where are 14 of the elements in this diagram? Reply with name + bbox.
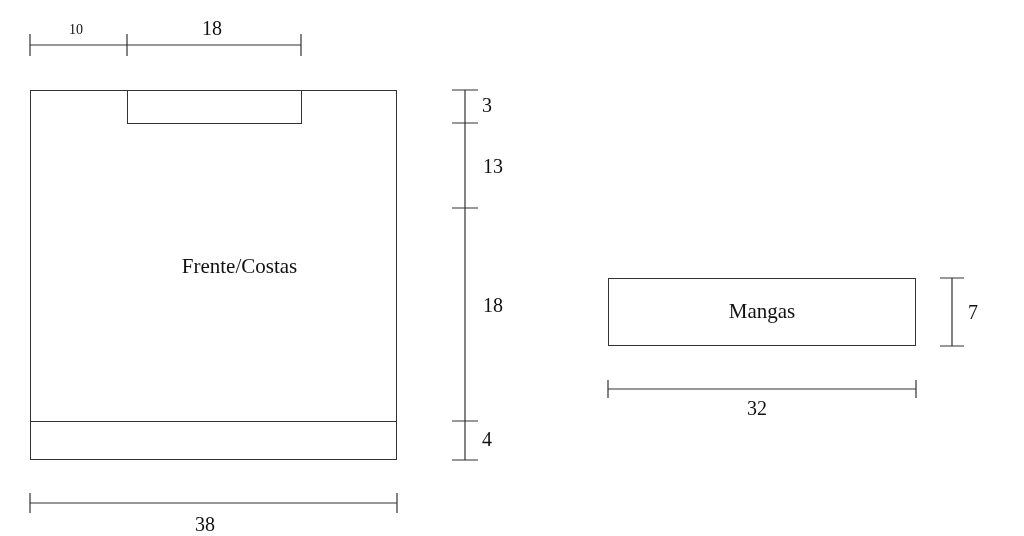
dimension-value: 38 bbox=[195, 514, 215, 534]
dimension-value: 7 bbox=[968, 302, 978, 322]
dimension-value: 10 bbox=[69, 23, 83, 37]
piece-label: Mangas bbox=[728, 298, 796, 326]
dimension-value: 3 bbox=[482, 95, 492, 115]
piece-label: Frente/Costas bbox=[181, 253, 298, 281]
dimension-value: 32 bbox=[747, 398, 767, 418]
dimension-value: 4 bbox=[482, 429, 492, 449]
dimension-value: 18 bbox=[483, 295, 503, 315]
dimension-value: 18 bbox=[202, 18, 222, 38]
pattern-piece bbox=[30, 90, 397, 460]
dimension-value: 13 bbox=[483, 156, 503, 176]
pattern-piece bbox=[608, 278, 916, 346]
rectangle-section bbox=[127, 90, 302, 124]
